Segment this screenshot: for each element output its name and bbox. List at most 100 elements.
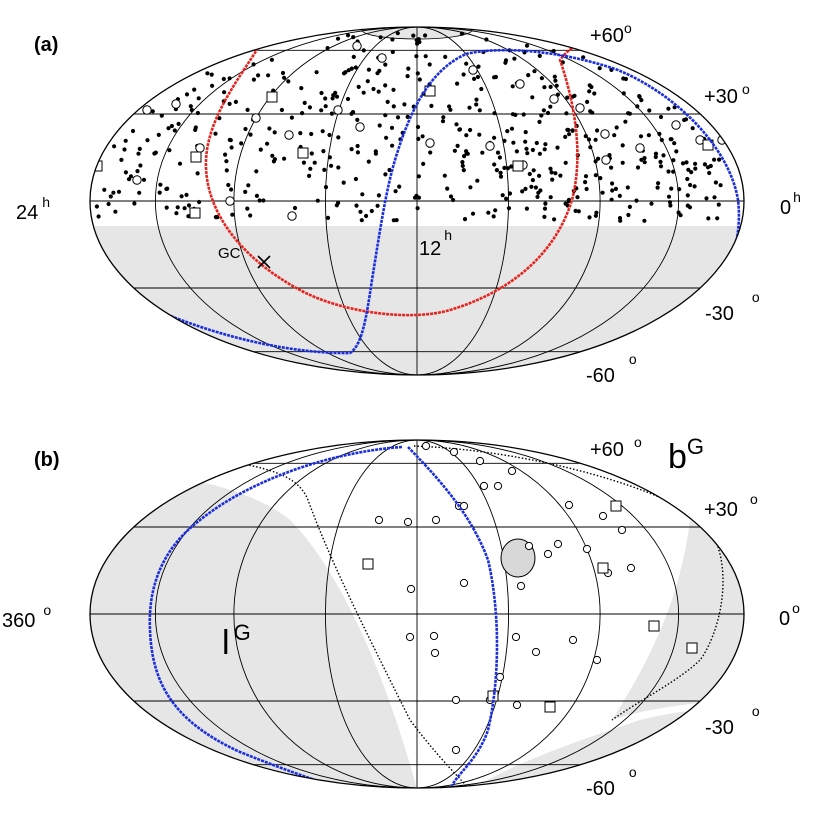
- open-circle-marker: [406, 584, 416, 594]
- source-dot: [176, 121, 181, 126]
- source-dot: [635, 165, 641, 170]
- source-dot: [270, 153, 275, 158]
- source-dot: [130, 128, 136, 134]
- source-dot: [213, 131, 218, 136]
- source-dot: [484, 37, 489, 42]
- dec-label-plus60: +60o: [590, 20, 632, 47]
- source-dot: [308, 166, 313, 171]
- open-circle-marker: [430, 648, 440, 658]
- source-dot: [417, 77, 422, 82]
- source-dot: [609, 197, 614, 202]
- source-dot: [373, 149, 378, 154]
- source-dot: [243, 126, 248, 132]
- source-dot: [377, 123, 382, 128]
- source-dot: [685, 193, 690, 198]
- source-dot: [132, 201, 137, 206]
- source-dot: [690, 126, 695, 131]
- source-dot: [224, 159, 229, 164]
- open-square-marker: [297, 147, 309, 159]
- source-dot: [314, 70, 319, 75]
- source-dot: [524, 43, 530, 48]
- source-dot: [440, 119, 446, 124]
- open-circle-marker: [512, 700, 522, 710]
- source-dot: [527, 171, 532, 177]
- source-dot: [335, 36, 341, 41]
- open-circle-marker: [515, 79, 525, 89]
- source-dot: [503, 60, 508, 65]
- open-circle-marker: [171, 99, 181, 109]
- source-dot: [550, 177, 555, 182]
- source-dot: [226, 182, 231, 188]
- open-circle-marker: [493, 481, 503, 491]
- source-dot: [672, 141, 677, 146]
- open-circle-marker: [531, 647, 541, 657]
- source-dot: [351, 54, 356, 60]
- source-dot: [621, 76, 626, 81]
- source-dot: [493, 208, 498, 213]
- source-dot: [689, 170, 694, 175]
- source-dot: [647, 108, 652, 113]
- source-dot: [642, 160, 647, 165]
- source-dot: [376, 193, 381, 198]
- source-dot: [451, 197, 456, 203]
- panel-a-tag: (a): [34, 34, 58, 56]
- source-dot: [642, 156, 647, 161]
- source-dot: [189, 107, 194, 113]
- source-dot: [197, 199, 202, 205]
- source-dot: [509, 164, 514, 169]
- source-dot: [224, 168, 229, 173]
- gc-label: GC: [218, 245, 241, 262]
- source-dot: [355, 150, 360, 155]
- source-dot: [111, 190, 116, 195]
- source-dot: [371, 86, 376, 92]
- source-dot: [353, 176, 358, 182]
- source-dot: [331, 93, 336, 98]
- source-dot: [553, 78, 558, 83]
- source-dot: [210, 83, 215, 88]
- source-dot: [596, 156, 601, 161]
- source-dot: [182, 206, 187, 211]
- open-square-marker: [189, 207, 201, 219]
- open-square-marker: [190, 151, 202, 163]
- panel-a-red-curve: [204, 44, 579, 317]
- source-dot: [137, 190, 142, 195]
- source-dot: [658, 164, 664, 169]
- source-dot: [375, 71, 380, 76]
- source-dot: [455, 81, 460, 86]
- source-dot: [141, 177, 147, 182]
- source-dot: [186, 203, 192, 208]
- source-dot: [600, 190, 605, 195]
- open-circle-marker: [195, 143, 205, 153]
- open-circle-marker: [374, 515, 384, 525]
- source-dot: [509, 126, 515, 131]
- source-dot: [393, 189, 398, 194]
- source-dot: [498, 170, 503, 175]
- source-dot: [361, 90, 366, 95]
- source-dot: [668, 137, 673, 142]
- source-dot: [298, 131, 303, 136]
- source-dot: [414, 54, 419, 59]
- source-dot: [349, 111, 354, 116]
- source-dot: [563, 160, 568, 165]
- source-dot: [678, 213, 683, 218]
- open-square-marker: [512, 160, 524, 172]
- source-dot: [706, 216, 711, 221]
- source-dot: [423, 54, 428, 59]
- source-dot: [330, 96, 335, 101]
- open-circle-marker: [568, 635, 578, 645]
- source-dot: [257, 198, 262, 203]
- source-dot: [359, 218, 364, 223]
- source-dot: [511, 140, 516, 145]
- source-dot: [282, 156, 287, 161]
- source-dot: [366, 67, 371, 72]
- source-dot: [554, 83, 559, 88]
- open-circle-marker: [431, 515, 441, 525]
- source-dot: [455, 143, 460, 148]
- source-dot: [106, 201, 111, 207]
- open-circle-marker: [132, 175, 142, 185]
- source-dot: [533, 185, 539, 190]
